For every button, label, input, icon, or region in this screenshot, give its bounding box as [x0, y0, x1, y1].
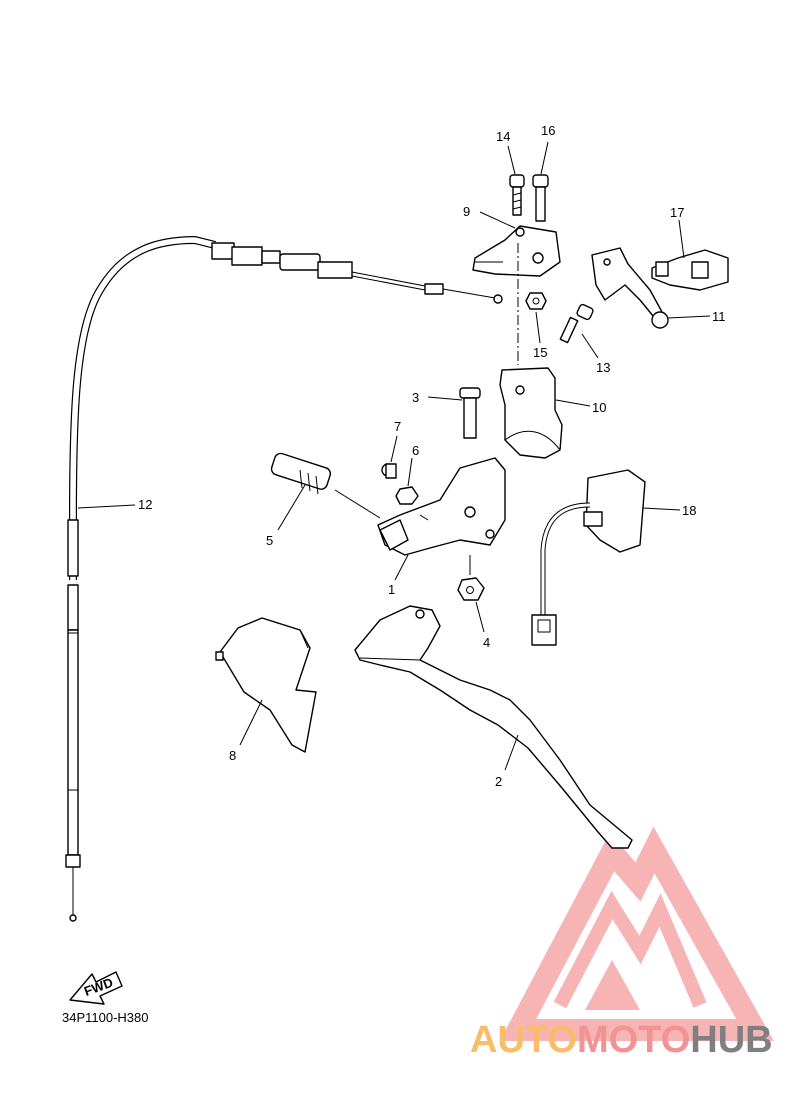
clutch-lever-2 [354, 605, 633, 849]
lever-11 [591, 247, 669, 329]
screw-7 [381, 463, 397, 479]
callout-4: 4 [483, 635, 490, 650]
callout-5: 5 [266, 533, 273, 548]
clutch-cable [65, 235, 503, 922]
callout-15: 15 [533, 345, 547, 360]
callout-13: 13 [596, 360, 610, 375]
leader-lines [77, 141, 711, 771]
nut-15 [525, 292, 547, 310]
callout-14: 14 [496, 129, 510, 144]
callout-2: 2 [495, 774, 502, 789]
callout-numbers: 1 2 3 4 5 6 7 8 9 10 11 12 13 14 15 16 1… [138, 123, 726, 789]
callout-8: 8 [229, 748, 236, 763]
callout-9: 9 [463, 204, 470, 219]
callout-12: 12 [138, 497, 152, 512]
switch-18 [531, 469, 646, 646]
bolt-3 [459, 387, 481, 439]
bracket-10 [499, 367, 563, 459]
screw-16 [532, 174, 549, 222]
clamp-holder-9 [472, 225, 561, 277]
bolt-13 [559, 303, 594, 344]
callout-11: 11 [712, 309, 726, 324]
adjuster-5 [270, 452, 332, 495]
brand-moto: MOTO [576, 1019, 691, 1061]
fwd-arrow-icon: FWD [69, 971, 123, 1005]
nut-4 [457, 577, 485, 601]
brand-hub: HUB [690, 1019, 773, 1061]
callout-7: 7 [394, 419, 401, 434]
watermark-brand: AUTOMOTOHUB [470, 1018, 773, 1062]
callout-3: 3 [412, 390, 419, 405]
callout-16: 16 [541, 123, 555, 138]
automotohub-logo [499, 826, 774, 1041]
brand-auto: AUTO [470, 1019, 577, 1061]
lever-cover-8 [215, 617, 317, 753]
callout-10: 10 [592, 400, 606, 415]
callout-18: 18 [682, 503, 696, 518]
hot-start-lever-17 [651, 249, 729, 291]
screw-14 [509, 174, 525, 216]
nut-6 [395, 486, 419, 505]
diagram-code: 34P1100-H380 [62, 1010, 149, 1025]
callout-1: 1 [388, 582, 395, 597]
callout-17: 17 [670, 205, 684, 220]
callout-6: 6 [412, 443, 419, 458]
lever-holder-1 [377, 457, 506, 556]
